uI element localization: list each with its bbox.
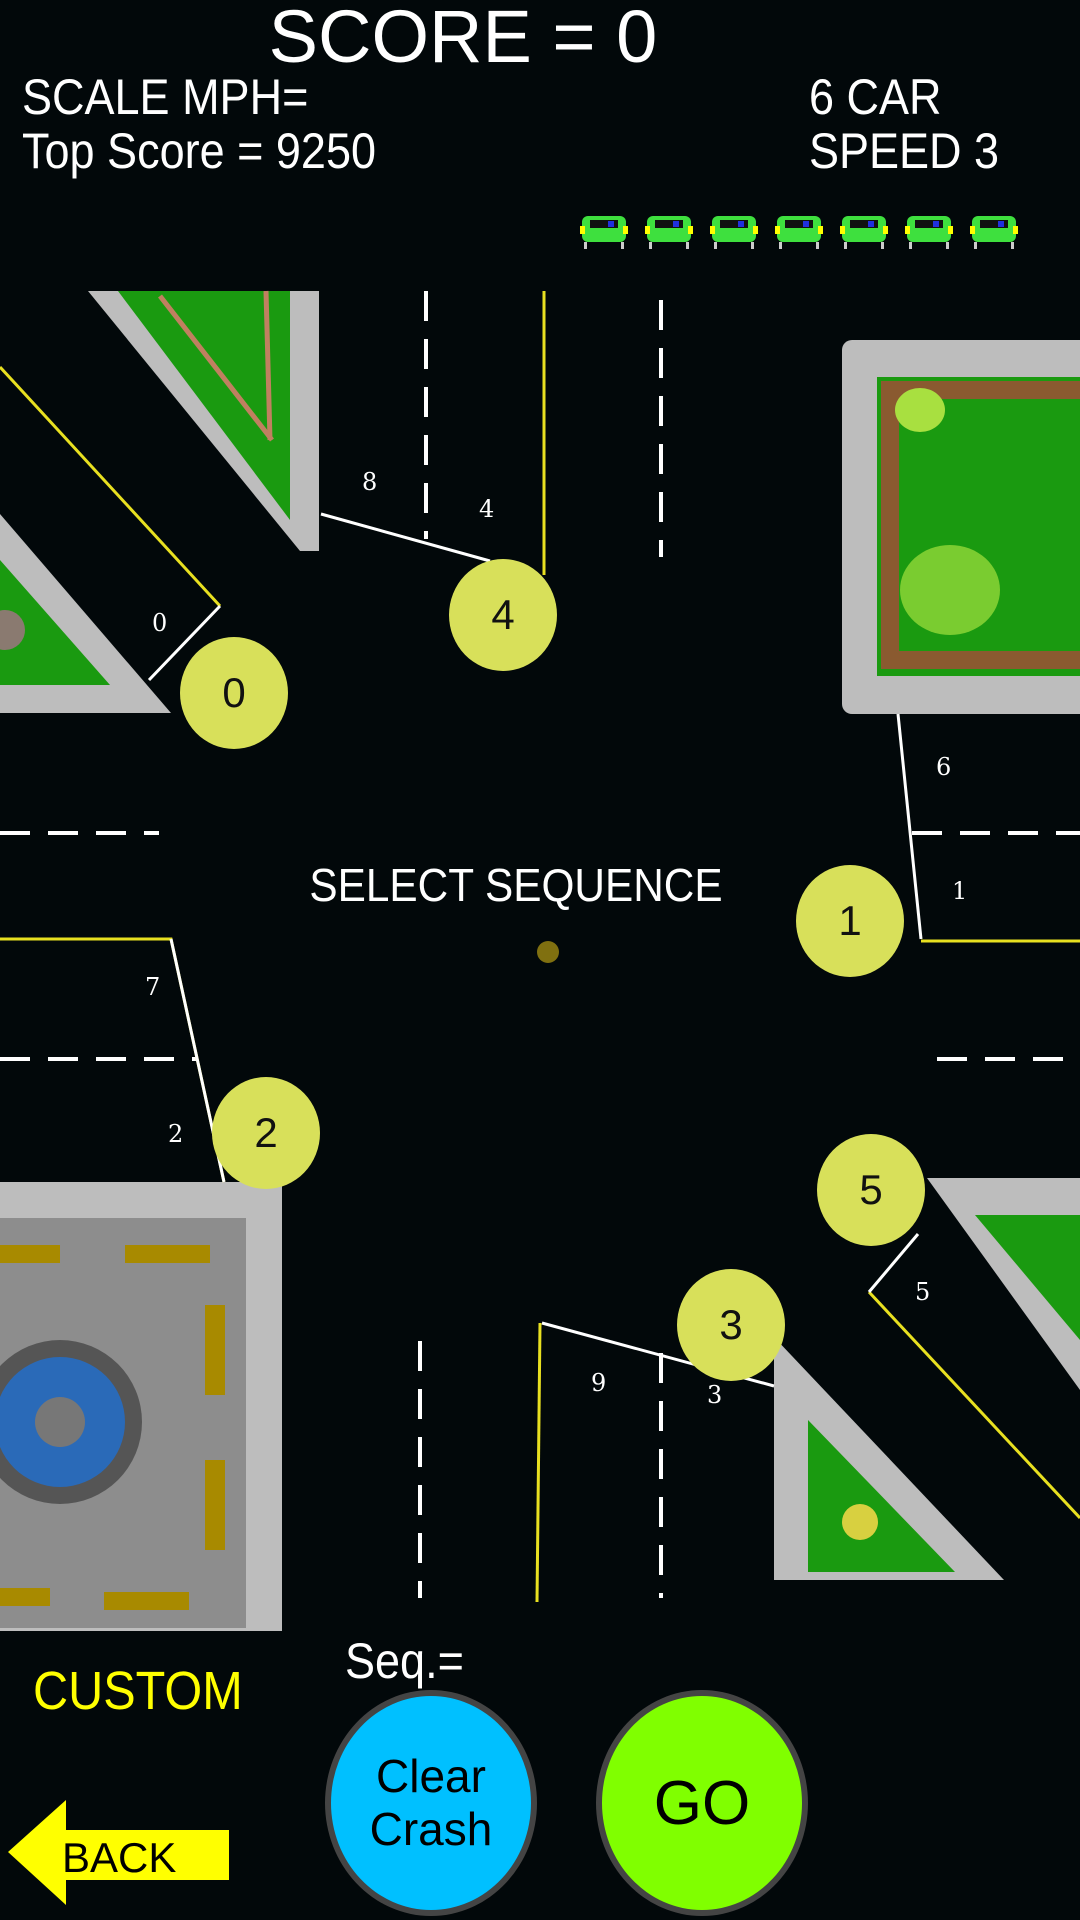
- top-left-island: [88, 290, 319, 551]
- sequence-button-0[interactable]: 0: [180, 637, 288, 749]
- car-icon: [710, 216, 758, 249]
- car-icon: [775, 216, 823, 249]
- left-island: [0, 514, 171, 713]
- car-icon: [905, 216, 953, 249]
- center-marker: [537, 941, 559, 963]
- scale-mph: SCALE MPH=: [22, 69, 309, 125]
- bottom-right-island: [927, 1178, 1080, 1390]
- lane-label: 5: [915, 1278, 931, 1306]
- sequence-button-2[interactable]: 2: [212, 1077, 320, 1189]
- car-icon: [645, 216, 693, 249]
- go-button[interactable]: GO: [596, 1690, 808, 1916]
- bottom-left-plaza: [0, 1182, 282, 1631]
- lane-label: 9: [591, 1369, 607, 1397]
- sequence-button-1[interactable]: 1: [796, 865, 904, 977]
- back-arrow-icon[interactable]: [8, 1800, 229, 1905]
- lane-label: 0: [152, 609, 168, 637]
- remaining-cars: [580, 216, 1018, 249]
- lane-label: 4: [479, 495, 495, 523]
- lane-label: 6: [936, 753, 952, 781]
- sequence-button-3[interactable]: 3: [677, 1269, 785, 1381]
- top-score: Top Score = 9250: [22, 123, 377, 179]
- car-icon: [840, 216, 888, 249]
- sequence-label: Seq.=: [345, 1633, 464, 1689]
- score: SCORE = 0: [268, 0, 658, 78]
- lane-label: 7: [145, 973, 161, 1001]
- car-icon: [970, 216, 1018, 249]
- mode-custom[interactable]: CUSTOM: [33, 1661, 243, 1721]
- clear-crash-line1: Clear: [376, 1750, 486, 1803]
- lane-label: 3: [707, 1381, 723, 1409]
- car-icon: [580, 216, 628, 249]
- speed: SPEED 3: [809, 123, 1000, 179]
- bottom-center-island: [774, 1337, 1004, 1580]
- back-button[interactable]: BACK: [62, 1834, 177, 1881]
- select-sequence-prompt: SELECT SEQUENCE: [309, 859, 723, 911]
- lane-label: 1: [952, 877, 968, 905]
- sequence-button-5[interactable]: 5: [817, 1134, 925, 1246]
- top-right-park: [842, 340, 1080, 714]
- sequence-button-4[interactable]: 4: [449, 559, 557, 671]
- lane-label: 2: [168, 1120, 184, 1148]
- lane-label: 8: [362, 468, 378, 496]
- clear-crash-line2: Crash: [369, 1803, 493, 1855]
- car-count: 6 CAR: [809, 69, 942, 125]
